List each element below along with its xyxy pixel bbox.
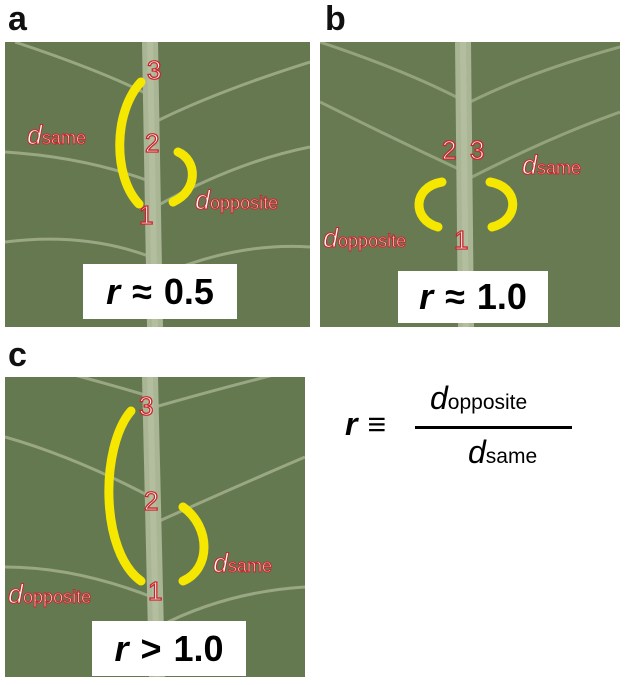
point-2-label-a: 2 (145, 128, 159, 158)
ratio-box-a: r ≈ 0.5 (83, 264, 237, 319)
formula-den-d: d (468, 434, 486, 470)
point-2-label-b: 2 (442, 135, 456, 165)
point-2-label-c: 2 (144, 486, 158, 516)
panel-letter-c: c (8, 336, 27, 374)
point-3-label-a: 3 (147, 55, 161, 85)
label-opposite-b: dopposite (323, 223, 406, 253)
ratio-op-b: ≈ (445, 276, 465, 317)
ratio-definition: r≡ dopposite dsame (345, 380, 585, 470)
ratio-op-c: > (140, 627, 162, 669)
label-same-b: dsame (522, 150, 581, 180)
ratio-box-c: r > 1.0 (92, 621, 246, 676)
panel-c: 3 2 1 dsame dopposite r > 1.0 (5, 377, 305, 677)
label-opposite-a: dopposite (195, 185, 278, 215)
ratio-var-a: r (106, 270, 121, 312)
panel-letter-b: b (325, 0, 346, 38)
point-1-label-c: 1 (148, 576, 162, 606)
point-3-label-c: 3 (139, 391, 153, 421)
ratio-var-b: r (419, 276, 434, 317)
formula-lhs-op: ≡ (367, 406, 387, 442)
ratio-op-a: ≈ (132, 270, 152, 312)
formula-lhs-var: r (345, 406, 358, 442)
leaf-photo-c: 3 2 1 dsame dopposite (5, 377, 305, 677)
fraction-bar (415, 426, 572, 429)
formula-num-d: d (430, 380, 448, 416)
label-same-c: dsame (213, 548, 272, 578)
formula-denominator: dsame (468, 434, 537, 471)
point-3-label-b: 3 (470, 135, 484, 165)
ratio-box-b: r ≈ 1.0 (398, 271, 548, 323)
panel-letter-a: a (8, 0, 27, 38)
panel-a: 3 2 1 dsame dopposite r ≈ 0.5 (5, 42, 310, 327)
label-opposite-c: dopposite (8, 579, 91, 609)
formula-den-sub: same (485, 445, 538, 468)
label-same-a: dsame (27, 120, 86, 150)
formula-numerator: dopposite (430, 380, 527, 417)
point-1-label-b: 1 (454, 225, 468, 255)
ratio-value-a: 0.5 (163, 270, 214, 312)
ratio-value-b: 1.0 (476, 276, 527, 317)
ratio-value-c: 1.0 (173, 627, 224, 669)
formula-num-sub: opposite (447, 391, 528, 414)
panel-b: 2 3 1 dsame dopposite r ≈ 1.0 (320, 42, 620, 327)
ratio-var-c: r (114, 627, 129, 669)
point-1-label-a: 1 (139, 200, 153, 230)
formula-lhs: r≡ (345, 408, 386, 440)
